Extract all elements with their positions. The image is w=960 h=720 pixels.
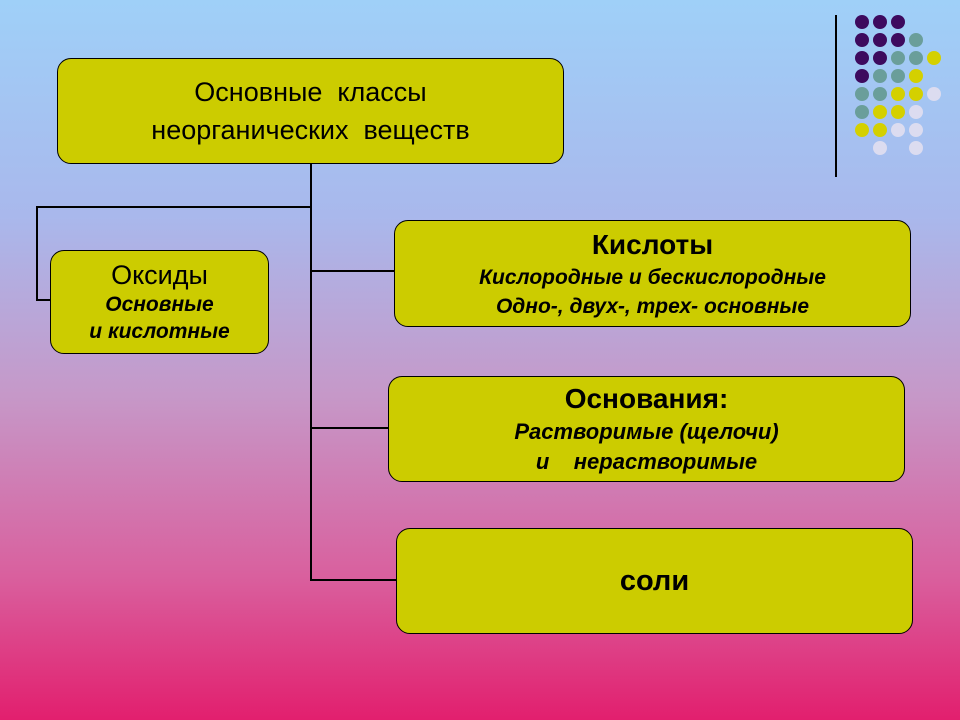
decor-dot	[891, 15, 905, 29]
bases-title: Основания:	[564, 383, 729, 414]
decor-dot	[891, 87, 905, 101]
connector-oxides-stub	[36, 299, 51, 301]
decor-dot	[909, 141, 923, 155]
bases-box: Основания: Растворимые (щелочи) и нераст…	[388, 376, 905, 482]
decor-dot	[873, 33, 887, 47]
decor-vertical-line	[835, 15, 837, 177]
connector-oxides-v	[36, 206, 38, 301]
decor-dot	[891, 105, 905, 119]
decor-dot	[891, 123, 905, 137]
decor-dot	[855, 33, 869, 47]
connector-main	[310, 163, 312, 581]
root-box: Основные классы неорганических веществ	[57, 58, 564, 164]
decor-dot	[873, 15, 887, 29]
decor-dot	[909, 51, 923, 65]
decor-dot	[873, 69, 887, 83]
acids-title: Кислоты	[591, 228, 714, 260]
decor-dot	[909, 87, 923, 101]
decor-dot	[873, 87, 887, 101]
decor-dot	[909, 69, 923, 83]
decor-dot	[891, 51, 905, 65]
oxides-title: Оксиды	[111, 260, 208, 290]
decor-dot	[909, 33, 923, 47]
acids-line2: Одно-, двух-, трех- основные	[495, 294, 810, 318]
decor-dot	[909, 123, 923, 137]
connector-acids	[310, 270, 395, 272]
root-line2: неорганических веществ	[151, 115, 470, 145]
decor-dot	[891, 69, 905, 83]
connector-oxides-h	[37, 206, 312, 208]
acids-box: Кислоты Кислородные и бескислородные Одн…	[394, 220, 911, 327]
bases-line2: и нерастворимые	[535, 449, 758, 474]
oxides-line1: Основные	[105, 293, 214, 316]
bases-line1: Растворимые (щелочи)	[514, 419, 779, 444]
decor-dot	[873, 51, 887, 65]
decor-dot	[927, 51, 941, 65]
decor-dot	[855, 15, 869, 29]
decor-dot	[891, 33, 905, 47]
connector-bases	[310, 427, 389, 429]
decor-dot	[873, 123, 887, 137]
decor-dot	[927, 87, 941, 101]
decor-dot	[855, 105, 869, 119]
oxides-line2: и кислотные	[89, 320, 230, 343]
decor-dot	[873, 105, 887, 119]
salts-box: соли	[396, 528, 913, 634]
connector-salts	[310, 579, 397, 581]
decor-dot	[855, 123, 869, 137]
oxides-box: Оксиды Основные и кислотные	[50, 250, 269, 354]
decor-dot	[855, 51, 869, 65]
decor-dot	[909, 105, 923, 119]
decor-dot	[855, 87, 869, 101]
salts-title: соли	[619, 564, 690, 597]
decor-dot	[855, 69, 869, 83]
acids-line1: Кислородные и бескислородные	[479, 265, 826, 289]
decor-dot	[873, 141, 887, 155]
root-line1: Основные классы	[194, 77, 427, 107]
